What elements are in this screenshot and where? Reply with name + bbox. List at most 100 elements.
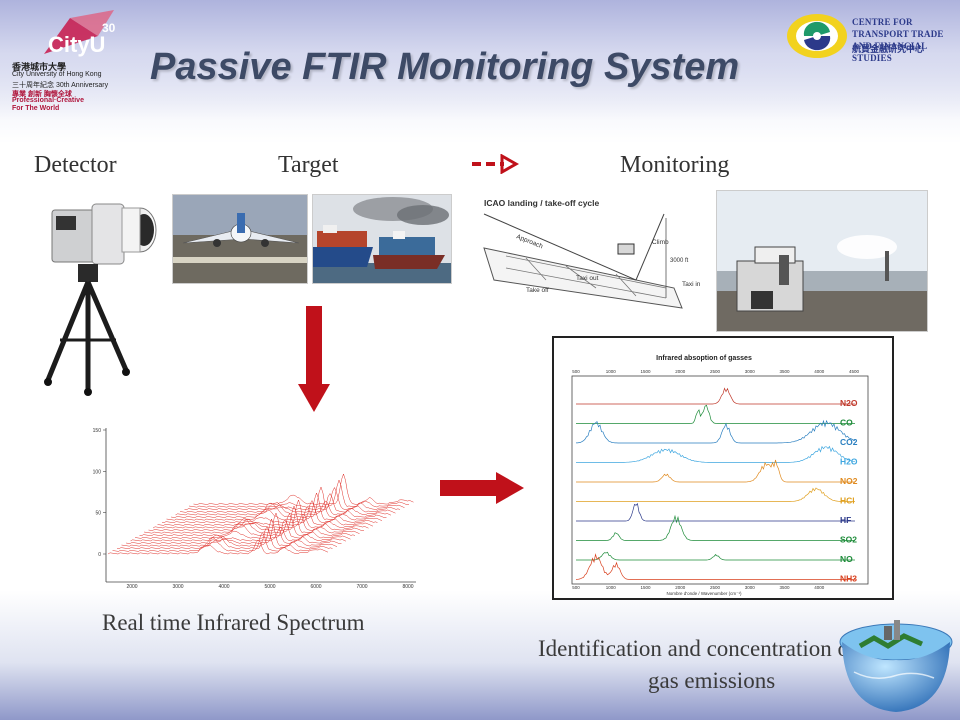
- gas-chart-xtick-top: 4500: [849, 369, 860, 374]
- gas-spectrum-line: [576, 487, 855, 502]
- airplane-photo: [172, 194, 308, 284]
- icao-cycle-diagram: ICAO landing / take-off cycle Approach T…: [483, 198, 701, 309]
- gas-chart-xtick-top: 4000: [814, 369, 825, 374]
- detector-label: Detector: [34, 152, 117, 178]
- cityu-name-cn: 香港城市大學: [12, 62, 67, 72]
- cityu-motto-cn: 專業 創新 胸懷全球: [12, 91, 72, 98]
- waterfall-spectrum-line: [121, 518, 342, 547]
- gas-chart-xlabel: Nombre d'onde / Wavenumber (cm⁻¹): [666, 591, 742, 596]
- monitoring-station-image: [717, 191, 927, 331]
- waterfall-xtick-label: 4000: [218, 584, 229, 588]
- gas-chart-xtick-top: 3000: [745, 369, 756, 374]
- waterfall-spectrum-line: [161, 499, 383, 524]
- globe-decoration-icon: [839, 620, 953, 712]
- waterfall-xtick-label: 2000: [126, 584, 137, 588]
- waterfall-spectrum-line: [116, 525, 338, 550]
- gas-legend-label: NO2: [840, 476, 858, 486]
- gas-spectrum-line: [575, 553, 855, 580]
- waterfall-spectrum-line: [152, 513, 374, 529]
- monitoring-station-photo: [716, 190, 928, 332]
- airplane-image: [173, 195, 307, 283]
- waterfall-spectrum-line: [143, 505, 365, 534]
- gas-chart-xtick-top: 2000: [675, 369, 686, 374]
- waterfall-spectrum-line: [166, 492, 387, 521]
- right-arrow-icon: [440, 472, 524, 504]
- target-label: Target: [278, 152, 339, 178]
- cityu-anniv: 30: [102, 21, 116, 35]
- gas-spectrum-line: [576, 514, 855, 541]
- waterfall-xtick-label: 5000: [264, 584, 275, 588]
- gas-legend-label: NO: [840, 554, 853, 564]
- icao-title: ICAO landing / take-off cycle: [484, 198, 600, 208]
- container-ship-image: [313, 195, 451, 283]
- gas-legend-label: N2O: [840, 398, 858, 408]
- gas-legend-label: H2O: [840, 457, 858, 467]
- cityu-motto-en-2: For The World: [12, 105, 60, 112]
- realtime-spectrum-caption: Real time Infrared Spectrum: [102, 610, 365, 635]
- gas-spectrum-line: [576, 502, 855, 522]
- gas-legend-label: HCl: [840, 496, 855, 506]
- waterfall-spectrum-line: [148, 499, 369, 531]
- gas-legend-label: CO2: [840, 437, 858, 447]
- ctft-name-line2: AND FINANCIAL STUDIES: [852, 41, 927, 63]
- gas-chart-xtick-bottom: 3000: [745, 585, 756, 590]
- waterfall-spectrum-line: [179, 492, 401, 513]
- gas-absorption-plot: Infrared absoption of gasses 500 1000 1500…: [571, 355, 869, 596]
- gas-spectrum-line: [576, 445, 856, 463]
- ftir-detector-image: [44, 203, 157, 396]
- gas-chart-xtick-top: 1500: [640, 369, 651, 374]
- waterfall-ytick-label: 150: [93, 428, 102, 434]
- gas-spectrum-line: [576, 459, 855, 483]
- gas-chart-xtick-bottom: 500: [572, 585, 580, 590]
- waterfall-spectrum-line: [107, 539, 329, 555]
- waterfall-spectrum-line: [112, 531, 333, 552]
- cityu-name-en: City University of Hong Kong: [12, 71, 102, 78]
- gas-absorption-chart: Infrared absoption of gasses 500 1000 1500…: [552, 336, 894, 600]
- waterfall-xtick-label: 7000: [356, 584, 367, 588]
- gas-chart-xtick-bottom: 4000: [814, 585, 825, 590]
- identification-caption-line2: gas emissions: [648, 668, 776, 693]
- cityu-logo-mark-icon: CityU 30: [44, 10, 116, 57]
- gas-chart-xtick-top: 1000: [606, 369, 617, 374]
- icao-take-off: Take off: [526, 287, 549, 294]
- waterfall-ytick-label: 50: [95, 511, 101, 517]
- page-title: Passive FTIR Monitoring System: [150, 46, 740, 88]
- gas-chart-xtick-bottom: 1000: [606, 585, 617, 590]
- identification-caption-line1: Identification and concentration of: [538, 636, 857, 661]
- gas-chart-xtick-top: 2500: [710, 369, 721, 374]
- monitoring-label: Monitoring: [620, 152, 730, 178]
- gas-legend-label: SO2: [840, 535, 857, 545]
- down-arrow-icon: [298, 306, 330, 412]
- cityu-motto-en: Professional·Creative: [12, 97, 84, 104]
- gas-chart-xtick-bottom: 2500: [710, 585, 721, 590]
- waterfall-spectrum-line: [175, 500, 396, 516]
- dashed-arrow-icon: [472, 154, 520, 174]
- gas-chart-xtick-bottom: 3500: [779, 585, 790, 590]
- icao-approach: Approach: [515, 233, 544, 250]
- waterfall-spectrum-line: [188, 479, 410, 508]
- gas-chart-xtick-bottom: 1500: [640, 585, 651, 590]
- gas-chart-title: Infrared absoption of gasses: [656, 355, 752, 362]
- ctft-name-cn: 航貿金融研究中心: [852, 44, 925, 54]
- gas-legend-label: CO: [840, 418, 853, 428]
- gas-chart-xtick-top: 500: [572, 369, 580, 374]
- icao-taxi-in: Taxi in: [682, 281, 701, 288]
- gas-chart-xtick-top: 3500: [779, 369, 790, 374]
- waterfall-xtick-label: 6000: [310, 584, 321, 588]
- waterfall-spectrum-line: [134, 518, 356, 539]
- icao-altitude: 3000 ft: [670, 258, 689, 264]
- waterfall-spectrum-line: [193, 473, 414, 505]
- waterfall-spectrum-line: [184, 486, 405, 511]
- gas-spectrum-line: [576, 404, 855, 424]
- gas-chart-xtick-bottom: 2000: [675, 585, 686, 590]
- gas-spectrum-line: [576, 551, 855, 561]
- ctft-name-line1: CENTRE FOR TRANSPORT TRADE: [852, 17, 944, 39]
- gas-legend-label: HF: [840, 515, 851, 525]
- ship-photo: [312, 194, 452, 284]
- waterfall-spectrum-line: [130, 526, 351, 542]
- cityu-logo: CityU 30 香港城市大學 City University of Hong …: [10, 10, 130, 112]
- icao-taxi-out: Taxi out: [576, 275, 599, 282]
- icao-climb: Climb: [652, 239, 669, 246]
- waterfall-xtick-label: 3000: [172, 584, 183, 588]
